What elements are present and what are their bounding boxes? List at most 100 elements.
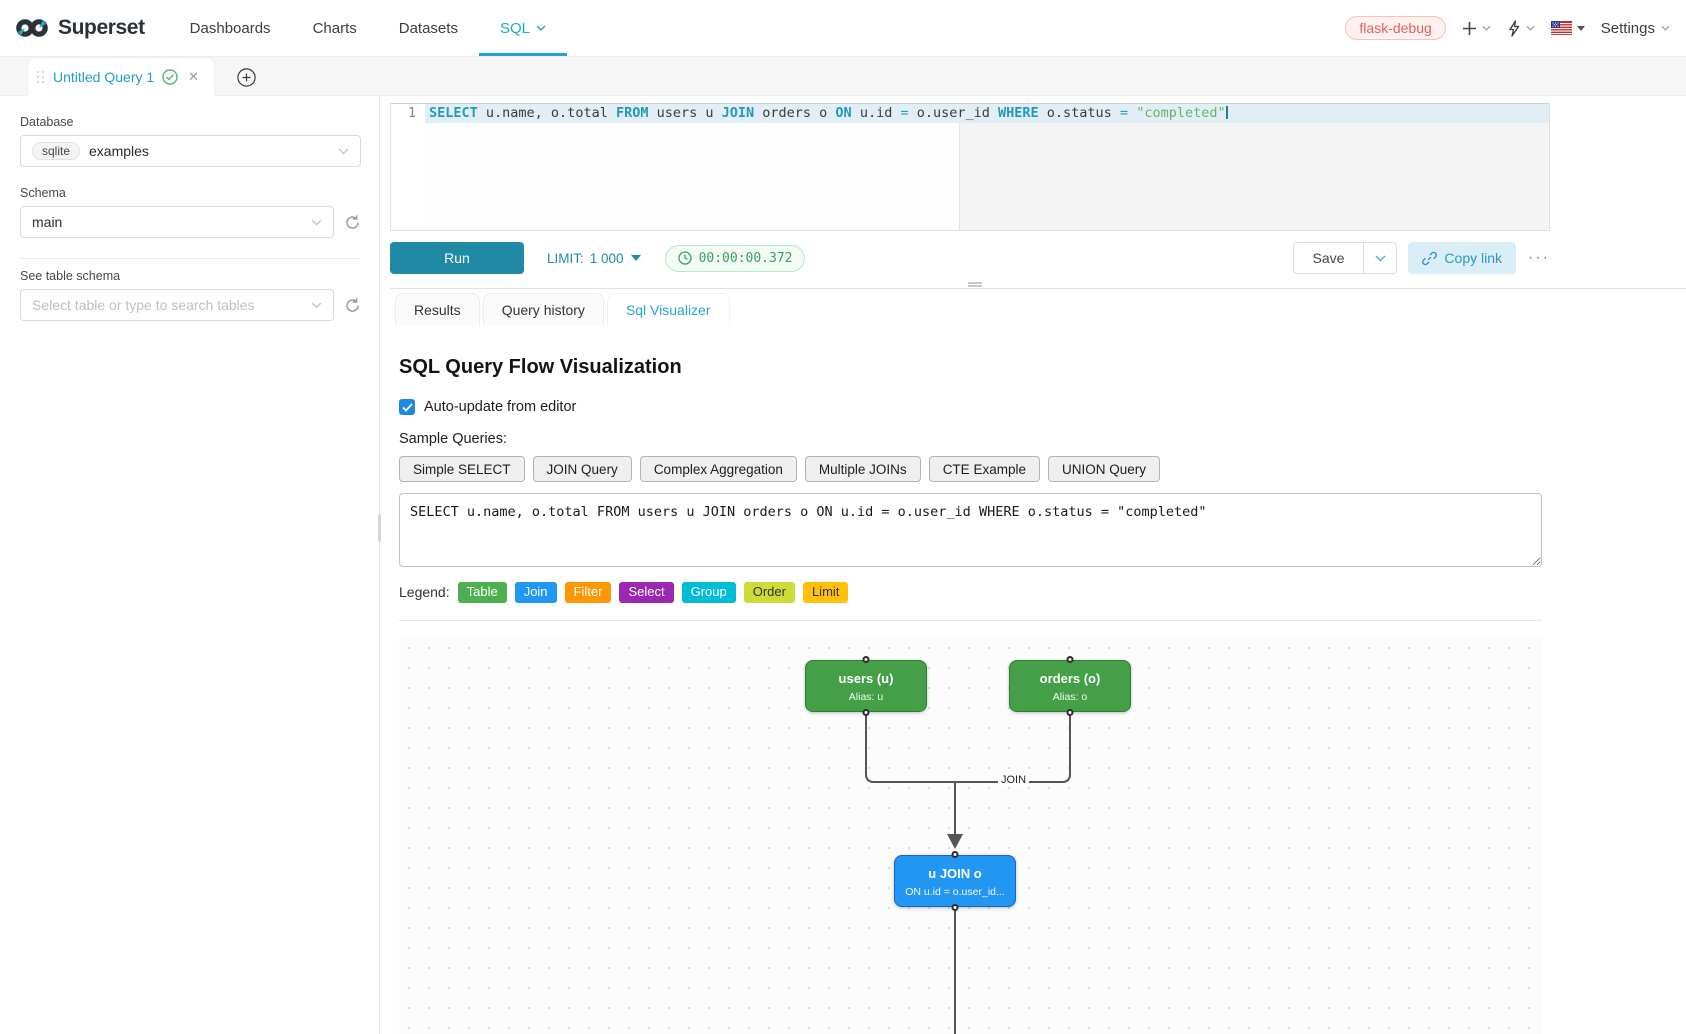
sqllab-left-panel: Database sqlite examples Schema main bbox=[0, 96, 380, 1034]
node-handle[interactable] bbox=[1067, 709, 1074, 716]
nav-dashboards[interactable]: Dashboards bbox=[169, 0, 292, 56]
chevron-down-icon bbox=[311, 302, 322, 309]
tab-query-history[interactable]: Query history bbox=[483, 293, 604, 326]
splitter-grip-icon bbox=[968, 282, 982, 287]
language-picker[interactable] bbox=[1551, 21, 1585, 35]
legend-badges: TableJoinFilterSelectGroupOrderLimit bbox=[458, 582, 849, 603]
schema-select-value: main bbox=[32, 214, 62, 230]
add-tab-button[interactable] bbox=[237, 68, 256, 87]
node-handle[interactable] bbox=[863, 709, 870, 716]
table-schema-label: See table schema bbox=[20, 269, 361, 283]
brand-name: Superset bbox=[58, 16, 145, 40]
chevron-down-icon bbox=[1482, 25, 1491, 31]
sample-queries-label: Sample Queries: bbox=[399, 431, 1542, 447]
superset-logo[interactable]: Superset bbox=[15, 0, 145, 56]
nav-links: Dashboards Charts Datasets SQL bbox=[169, 0, 567, 56]
table-select[interactable]: Select table or type to search tables bbox=[20, 289, 334, 321]
sample-query-button[interactable]: Complex Aggregation bbox=[640, 456, 797, 482]
node-handle[interactable] bbox=[863, 656, 870, 663]
pane-splitter[interactable] bbox=[390, 288, 1686, 289]
sample-query-buttons: Simple SELECT JOIN Query Complex Aggregati… bbox=[399, 456, 1542, 482]
legend-badge: Order bbox=[744, 582, 795, 603]
limit-dropdown[interactable]: LIMIT: 1 000 bbox=[547, 251, 641, 266]
plus-icon bbox=[1462, 21, 1477, 36]
new-item-dropdown[interactable] bbox=[1462, 21, 1491, 36]
environment-badge: flask-debug bbox=[1345, 16, 1445, 40]
chevron-down-icon bbox=[338, 148, 349, 155]
nav-charts[interactable]: Charts bbox=[292, 0, 378, 56]
editor-code-area[interactable]: SELECT u.name, o.total FROM users u JOIN… bbox=[425, 104, 1549, 230]
nav-datasets[interactable]: Datasets bbox=[378, 0, 479, 56]
superset-infinity-icon bbox=[15, 16, 49, 40]
flow-node-users[interactable]: users (u) Alias: u bbox=[805, 660, 927, 712]
run-query-button[interactable]: Run bbox=[390, 242, 524, 274]
sample-query-button[interactable]: CTE Example bbox=[929, 456, 1040, 482]
database-select-value: examples bbox=[89, 143, 149, 159]
settings-menu[interactable]: Settings bbox=[1601, 20, 1670, 37]
database-engine-badge: sqlite bbox=[32, 142, 80, 160]
database-select[interactable]: sqlite examples bbox=[20, 135, 361, 167]
database-label: Database bbox=[20, 115, 361, 129]
legend-label: Legend: bbox=[399, 584, 450, 600]
refresh-tables-icon[interactable] bbox=[344, 297, 361, 314]
chevron-down-icon bbox=[1661, 25, 1670, 31]
text-cursor bbox=[1226, 106, 1228, 119]
trigger-ad-hoc-query-dropdown[interactable] bbox=[1507, 20, 1535, 37]
save-dropdown-caret[interactable] bbox=[1364, 242, 1397, 274]
legend-row: Legend: TableJoinFilterSelectGroupOrderL… bbox=[399, 582, 1542, 603]
limit-label: LIMIT: bbox=[547, 251, 584, 266]
nav-sql[interactable]: SQL bbox=[479, 0, 567, 56]
save-split-button: Save bbox=[1293, 242, 1398, 274]
legend-badge: Join bbox=[515, 582, 557, 603]
chevron-down-icon bbox=[311, 219, 322, 226]
query-tabstrip: Untitled Query 1 ✕ bbox=[0, 57, 1686, 96]
chevron-down-icon bbox=[536, 25, 546, 31]
flow-edges bbox=[399, 638, 1542, 1034]
navbar-right: flask-debug bbox=[1345, 0, 1670, 56]
limit-value: 1 000 bbox=[590, 251, 624, 266]
save-button[interactable]: Save bbox=[1293, 242, 1365, 274]
link-icon bbox=[1422, 251, 1437, 266]
node-handle[interactable] bbox=[952, 904, 959, 911]
close-tab-icon[interactable]: ✕ bbox=[186, 69, 201, 85]
sample-query-button[interactable]: UNION Query bbox=[1048, 456, 1160, 482]
tab-results[interactable]: Results bbox=[395, 293, 480, 326]
visualizer-title: SQL Query Flow Visualization bbox=[399, 356, 1542, 379]
query-timer: 00:00:00.372 bbox=[665, 245, 806, 272]
saved-check-icon bbox=[162, 69, 178, 85]
sample-query-button[interactable]: Simple SELECT bbox=[399, 456, 525, 482]
chevron-down-icon bbox=[1526, 25, 1535, 31]
refresh-schemas-icon[interactable] bbox=[344, 214, 361, 231]
visualizer-sql-input[interactable]: SELECT u.name, o.total FROM users u JOIN… bbox=[399, 493, 1542, 567]
timer-value: 00:00:00.372 bbox=[699, 251, 793, 266]
line-number: 1 bbox=[391, 106, 416, 121]
caret-down-icon bbox=[631, 255, 641, 261]
legend-badge: Filter bbox=[565, 582, 612, 603]
clock-icon bbox=[678, 251, 692, 265]
node-handle[interactable] bbox=[952, 851, 959, 858]
sample-query-button[interactable]: JOIN Query bbox=[533, 456, 632, 482]
south-pane-tabs: Results Query history Sql Visualizer bbox=[395, 293, 1686, 326]
schema-select[interactable]: main bbox=[20, 206, 334, 238]
query-tab-active[interactable]: Untitled Query 1 ✕ bbox=[27, 57, 215, 96]
drag-handle-icon[interactable] bbox=[37, 71, 45, 84]
sql-editor-line[interactable]: SELECT u.name, o.total FROM users u JOIN… bbox=[425, 104, 1549, 123]
section-divider bbox=[399, 620, 1542, 621]
legend-badge: Select bbox=[619, 582, 673, 603]
node-handle[interactable] bbox=[1067, 656, 1074, 663]
auto-update-toggle[interactable]: Auto-update from editor bbox=[399, 399, 1542, 415]
tab-sql-visualizer[interactable]: Sql Visualizer bbox=[607, 293, 730, 326]
flow-node-join[interactable]: u JOIN o ON u.id = o.user_id... bbox=[894, 855, 1016, 907]
more-actions-icon[interactable]: ··· bbox=[1528, 253, 1550, 263]
join-edge-label: JOIN bbox=[998, 774, 1029, 786]
flow-node-orders[interactable]: orders (o) Alias: o bbox=[1009, 660, 1131, 712]
sqllab-work-pane: 1 SELECT u.name, o.total FROM users u JO… bbox=[380, 96, 1686, 1034]
sample-query-button[interactable]: Multiple JOINs bbox=[805, 456, 921, 482]
legend-badge: Limit bbox=[803, 582, 848, 603]
editor-toolbar: Run LIMIT: 1 000 00:00:00.372 Save bbox=[390, 241, 1550, 275]
auto-update-label: Auto-update from editor bbox=[424, 399, 576, 415]
flow-canvas[interactable]: JOIN users (u) Alias: u orders (o) Alias… bbox=[399, 638, 1542, 1034]
sql-code-editor[interactable]: 1 SELECT u.name, o.total FROM users u JO… bbox=[390, 103, 1550, 231]
checkbox-checked-icon[interactable] bbox=[399, 399, 415, 415]
copy-link-button[interactable]: Copy link bbox=[1408, 242, 1516, 274]
